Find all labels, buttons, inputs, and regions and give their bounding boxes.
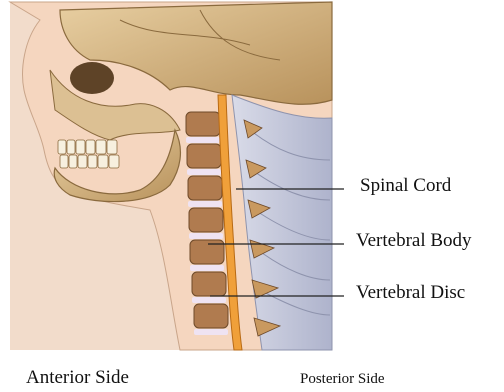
vertebral-body-label: Vertebral Body [356, 231, 472, 250]
upper-teeth [58, 140, 117, 154]
spinal-cord-label: Spinal Cord [360, 176, 451, 195]
posterior-side-label: Posterior Side [300, 372, 385, 387]
lower-teeth [60, 155, 119, 168]
anterior-side-label: Anterior Side [26, 368, 129, 387]
eye-socket [70, 62, 114, 94]
vertebral-disc-label: Vertebral Disc [356, 283, 465, 302]
